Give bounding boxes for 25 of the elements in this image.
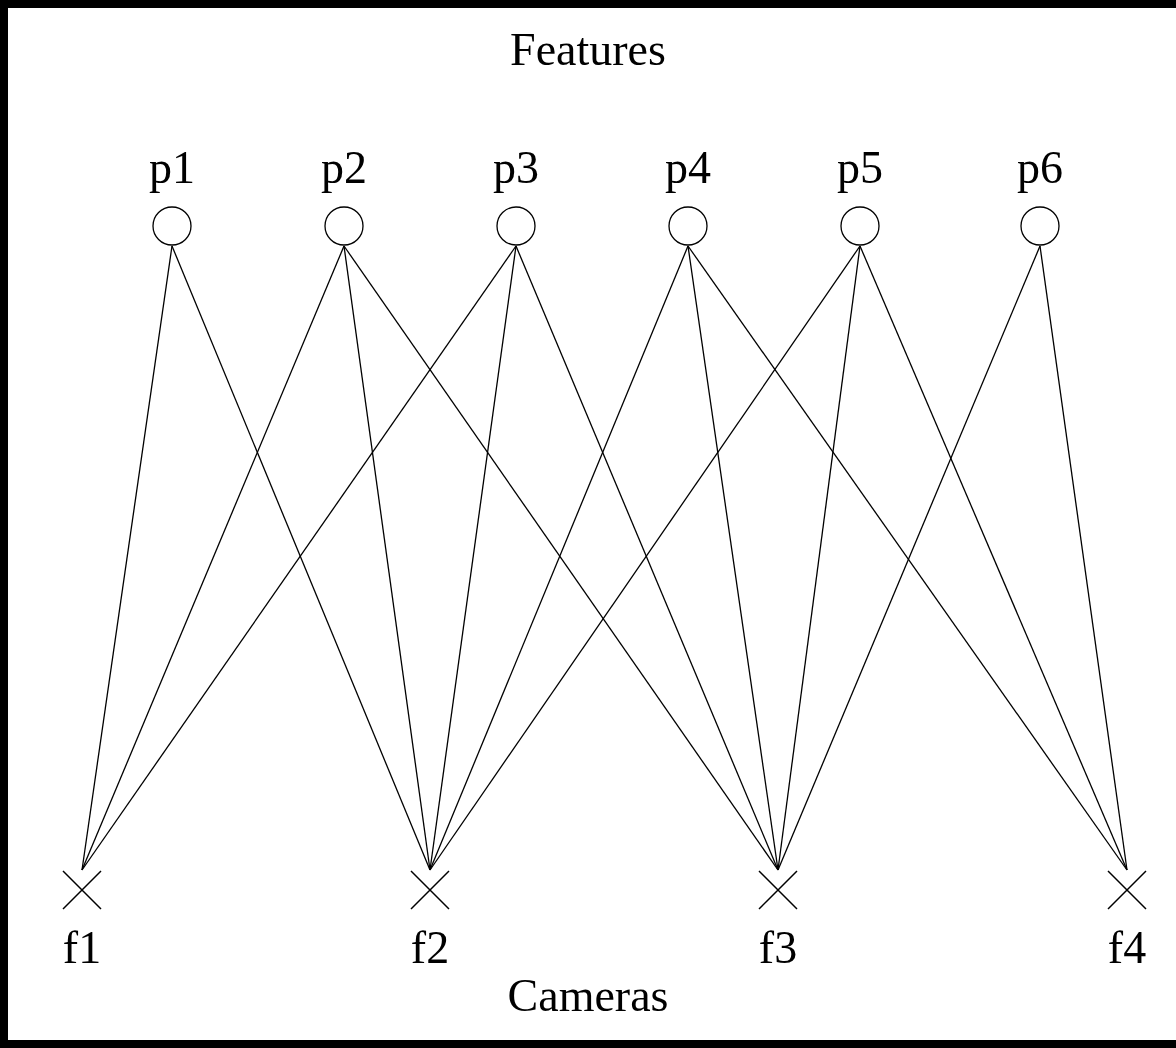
- node-label: p4: [665, 141, 711, 195]
- group-label: Features: [510, 24, 666, 75]
- node-label: p6: [1017, 141, 1063, 195]
- node-label: f3: [758, 921, 798, 975]
- connector-line: [515, 245, 779, 871]
- connector-line: [859, 245, 1128, 871]
- connector-line: [429, 245, 861, 871]
- node-label: p2: [321, 141, 367, 195]
- node-label: p1: [149, 141, 195, 195]
- connector-line: [171, 245, 431, 871]
- connector-line: [687, 245, 779, 871]
- node-label: f2: [410, 921, 450, 975]
- node-label: p5: [837, 141, 883, 195]
- connector-line: [777, 245, 1041, 871]
- connector-line: [687, 245, 1128, 871]
- group-label: Cameras: [507, 970, 669, 1021]
- node-label: p3: [493, 141, 539, 195]
- connector-line: [81, 245, 345, 871]
- node-label: f1: [62, 921, 102, 975]
- connector-line: [81, 245, 517, 871]
- connector-line: [343, 245, 431, 871]
- connector-line: [343, 245, 779, 871]
- node-label: f4: [1107, 921, 1147, 975]
- connector-line: [1039, 245, 1128, 871]
- connector-line: [429, 245, 689, 871]
